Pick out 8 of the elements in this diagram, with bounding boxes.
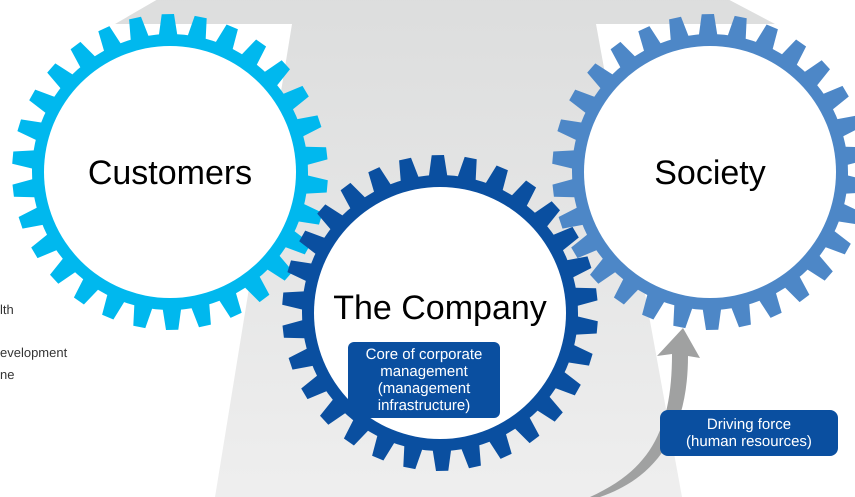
gear-label: Customers (86, 156, 254, 190)
info-box: Driving force (human resources) (660, 410, 838, 456)
gear-label: The Company (332, 291, 548, 325)
side-text: evelopment (0, 346, 68, 359)
gear-label: Society (653, 156, 767, 190)
side-text: lth (0, 303, 14, 316)
info-box: Core of corporate management (management infrastructure) (348, 342, 500, 418)
side-text: ne (0, 368, 14, 381)
